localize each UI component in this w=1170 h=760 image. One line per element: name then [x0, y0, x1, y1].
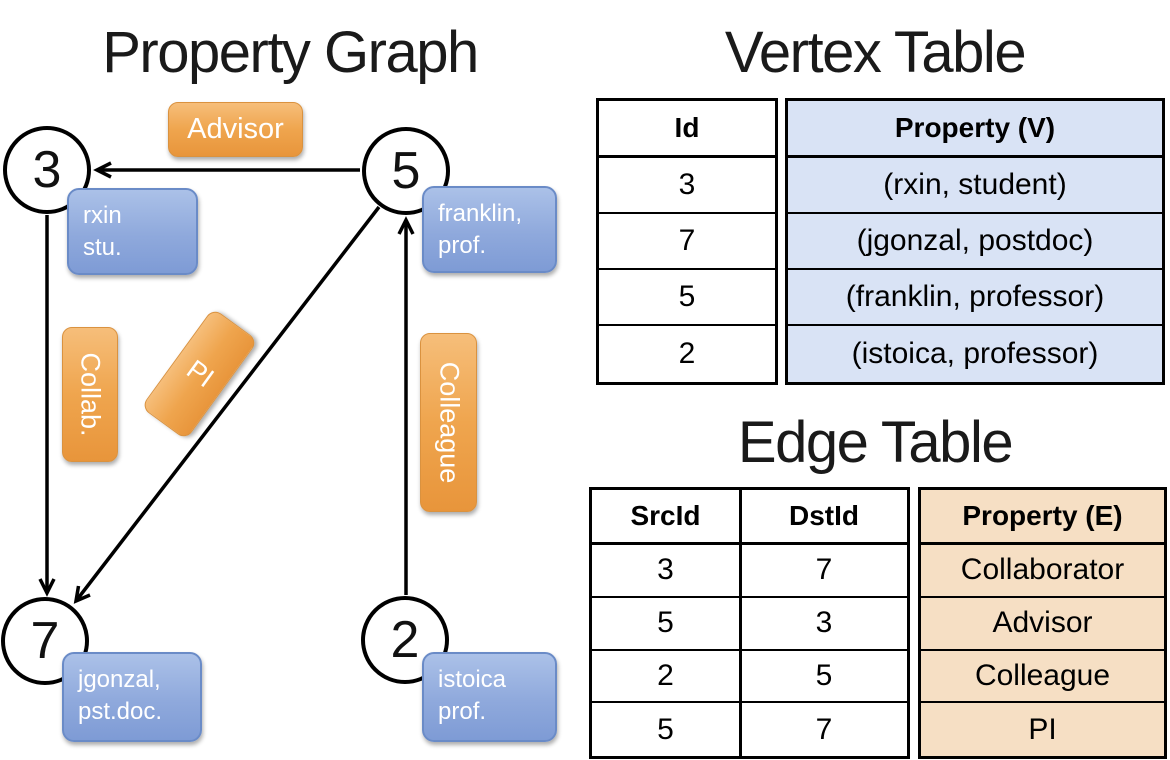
table-cell: 7 [599, 214, 775, 270]
arrowhead-icon [93, 161, 112, 179]
node-id-label: 5 [391, 142, 421, 200]
table-cell: (istoica, professor) [851, 337, 1099, 370]
table-cell: (franklin, professor) [788, 270, 1162, 326]
property-graph-title: Property Graph [102, 20, 479, 85]
table-cell: Collaborator [921, 545, 1164, 598]
edge-label-collaborator: Collab. [62, 327, 118, 462]
table-cell: Colleague [921, 651, 1164, 704]
vertex-table-title: Vertex Table [724, 20, 1027, 85]
vertex-property-box-2: istoica prof. [422, 652, 557, 742]
node-id-label: 3 [32, 141, 62, 199]
table-cell: 7 [741, 545, 907, 598]
edge-table-title: Edge Table [737, 410, 1014, 475]
edge-line-5-to-7 [74, 205, 381, 603]
vertex-table-property-column: Property (V) (rxin, student) (jgonzal, p… [785, 98, 1165, 385]
vertex-property-line: prof. [438, 697, 487, 725]
table-cell: 2 [678, 337, 696, 370]
vertex-property-box-3: rxin stu. [67, 188, 198, 275]
table-cell: 2 [592, 651, 739, 704]
graph-node-2: 2 [361, 596, 449, 684]
column-header: Id [599, 101, 775, 158]
column-header: SrcId [592, 490, 739, 545]
table-cell: 5 [592, 598, 739, 651]
edge-table-dstid-column: DstId 7 3 5 7 [739, 487, 910, 759]
table-cell: 3 [741, 598, 907, 651]
vertex-property-line: prof. [438, 231, 487, 259]
table-cell: 3 [599, 158, 775, 214]
edge-table-id-columns: SrcId 3 5 2 5 DstId 7 3 5 7 [589, 487, 912, 759]
vertex-property-line: pst.doc. [78, 697, 163, 725]
node-id-label: 7 [30, 612, 60, 670]
edge-label-text: Collab. [75, 352, 106, 437]
edge-label-text: Advisor [187, 113, 284, 145]
edge-table-srcid-column: SrcId 3 5 2 5 [589, 487, 742, 759]
column-header: Property (V) [788, 101, 1162, 158]
column-header: DstId [741, 490, 907, 545]
arrowhead-icon [38, 578, 56, 597]
vertex-property-box-5: franklin, prof. [422, 186, 557, 273]
edge-label-colleague: Colleague [420, 333, 477, 512]
vertex-table-id-column: Id 3 7 5 2 [596, 98, 778, 385]
vertex-property-box-7: jgonzal, pst.doc. [62, 652, 202, 742]
table-cell: 3 [592, 545, 739, 598]
arrowhead-icon [397, 216, 415, 235]
arrowhead-icon [73, 585, 91, 604]
graph-edges-canvas [38, 161, 415, 604]
vertex-property-line: rxin [83, 202, 122, 229]
column-header: Property (E) [921, 490, 1164, 545]
table-cell: PI [1028, 712, 1057, 746]
edge-label-text: Colleague [434, 361, 464, 484]
node-id-label: 2 [390, 611, 420, 669]
table-cell: 7 [815, 712, 833, 746]
vertex-property-line: franklin, [438, 200, 523, 227]
table-cell: (jgonzal, postdoc) [788, 214, 1162, 270]
table-cell: 5 [741, 651, 907, 704]
vertex-property-line: istoica [438, 666, 507, 693]
table-cell: (rxin, student) [788, 158, 1162, 214]
table-cell: 5 [599, 270, 775, 326]
table-cell: Advisor [921, 598, 1164, 651]
edge-table-property-column: Property (E) Collaborator Advisor Collea… [918, 487, 1167, 759]
vertex-property-line: stu. [83, 233, 122, 261]
edge-label-text: PI [180, 353, 219, 394]
vertex-property-line: jgonzal, [78, 666, 161, 693]
edge-label-advisor: Advisor [168, 102, 303, 157]
table-cell: 5 [657, 712, 674, 746]
